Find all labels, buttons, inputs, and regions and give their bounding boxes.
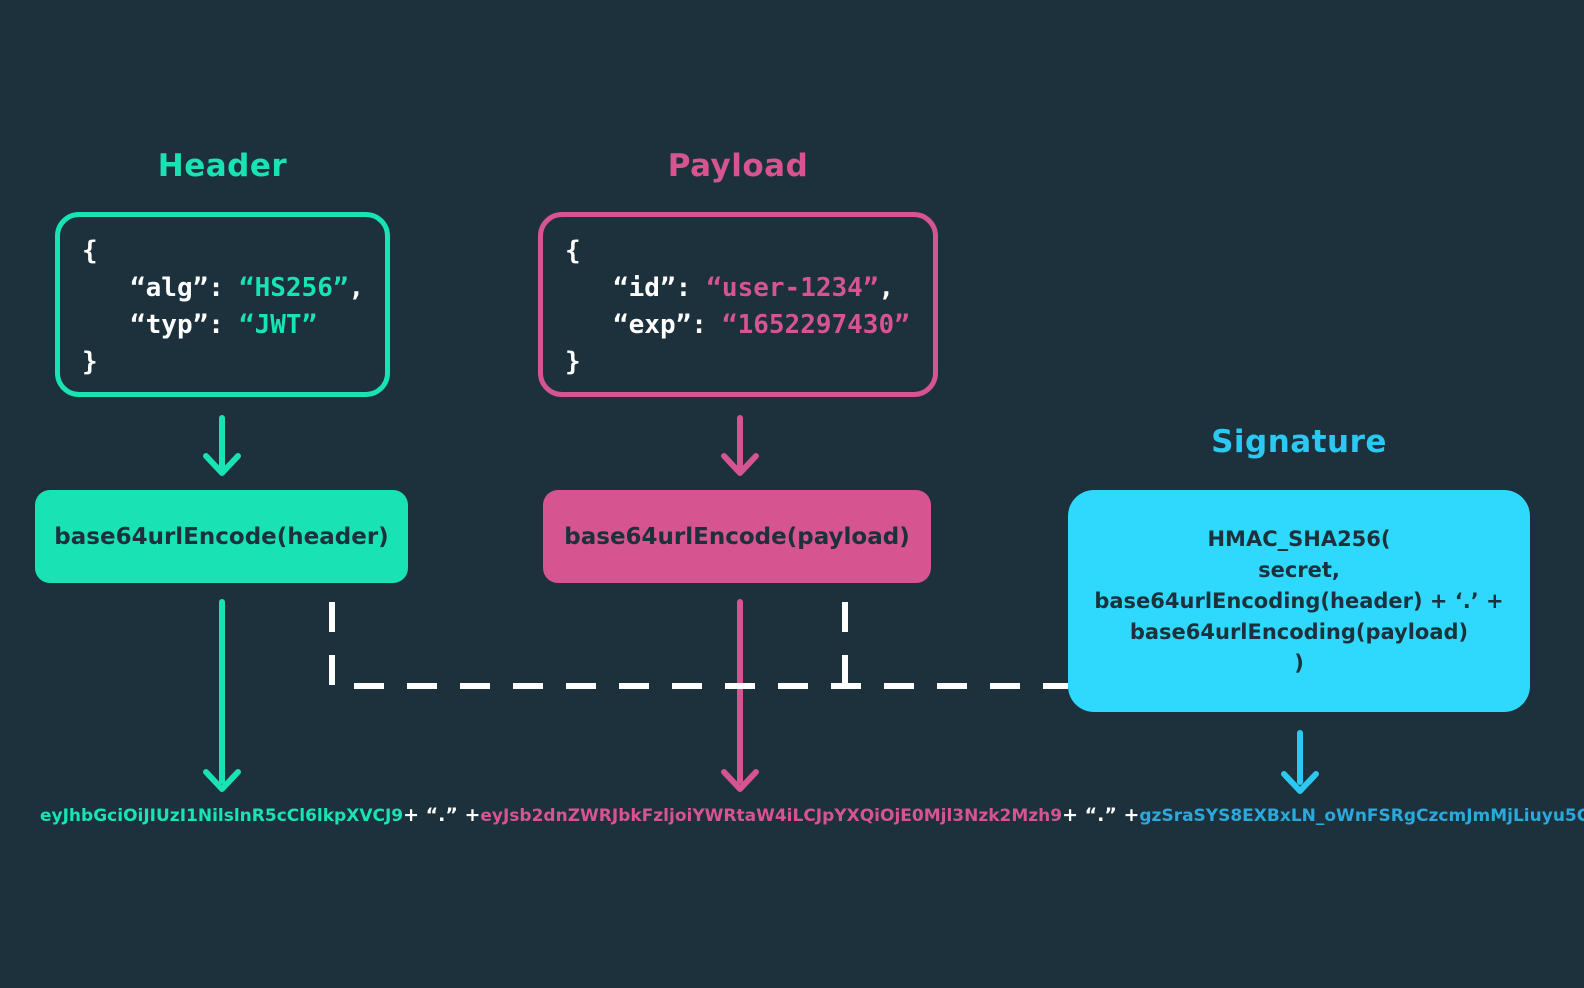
payload-json-id-line: “id”: “user-1234”, [565,270,933,307]
header-json-typ-line: “typ”: “JWT” [82,307,385,344]
payload-json-box: { “id”: “user-1234”, “exp”: “1652297430” } [538,212,938,397]
payload-json-id-key: “id”: [613,273,692,303]
header-json-typ-key: “typ”: [130,310,224,340]
payload-token-arrow-icon [721,599,759,792]
payload-json-id-value: “user-1234” [706,273,879,303]
payload-json-exp-line: “exp”: “1652297430” [565,307,933,344]
header-json-open-brace: { [82,236,98,266]
encoded-token-row: eyJhbGciOiJIUzI1NilslnR5cCl6lkpXVCJ9 + “… [40,804,1584,826]
header-json-typ-value: “JWT” [238,310,318,340]
signature-formula-line-5: ) [1294,650,1304,675]
payload-json-close-brace: } [565,347,581,377]
signature-token-arrow-icon [1281,730,1319,794]
header-dashed-connector [329,602,1068,689]
signature-section-title: Signature [1211,424,1387,460]
payload-section-title: Payload [667,148,809,184]
base64-encode-header-box: base64urlEncode(header) [35,490,408,583]
payload-json-exp-value: “1652297430” [721,310,910,340]
header-json-alg-value: “HS256” [238,273,349,303]
header-arrow-down-icon [203,415,241,476]
payload-arrow-down-icon [721,415,759,476]
token-separator-2: + “.” + [1062,804,1140,826]
payload-json-open-brace: { [565,236,581,266]
payload-json-id-comma: , [878,273,895,303]
signature-formula-line-4: base64urlEncoding(payload) [1129,619,1469,644]
header-json-close-brace: } [82,347,98,377]
header-json-box: { “alg”: “HS256”, “typ”: “JWT” } [55,212,390,397]
header-encoded-token: eyJhbGciOiJIUzI1NilslnR5cCl6lkpXVCJ9 [40,806,404,826]
header-token-arrow-icon [203,599,241,792]
header-section-title: Header [157,148,288,184]
token-separator-1: + “.” + [403,804,481,826]
payload-json-exp-key: “exp”: [613,310,707,340]
header-json-alg-comma: , [348,273,365,303]
base64-encode-payload-box: base64urlEncode(payload) [543,490,931,583]
signature-formula-line-1: HMAC_SHA256( [1207,526,1391,551]
header-json-alg-key: “alg”: [130,273,224,303]
payload-encoded-token: eyJsb2dnZWRJbkFzljoiYWRtaW4iLCJpYXQiOjE0… [480,806,1063,826]
signature-formula-box: HMAC_SHA256( secret, base64urlEncoding(h… [1068,490,1530,712]
signature-formula-line-3: base64urlEncoding(header) + ‘.’ + [1094,588,1504,613]
signature-encoded-token: gzSraSYS8EXBxLN_oWnFSRgCzcmJmMjLiuyu5CSp… [1139,806,1584,826]
header-json-alg-line: “alg”: “HS256”, [82,270,385,307]
signature-formula-line-2: secret, [1258,557,1340,582]
